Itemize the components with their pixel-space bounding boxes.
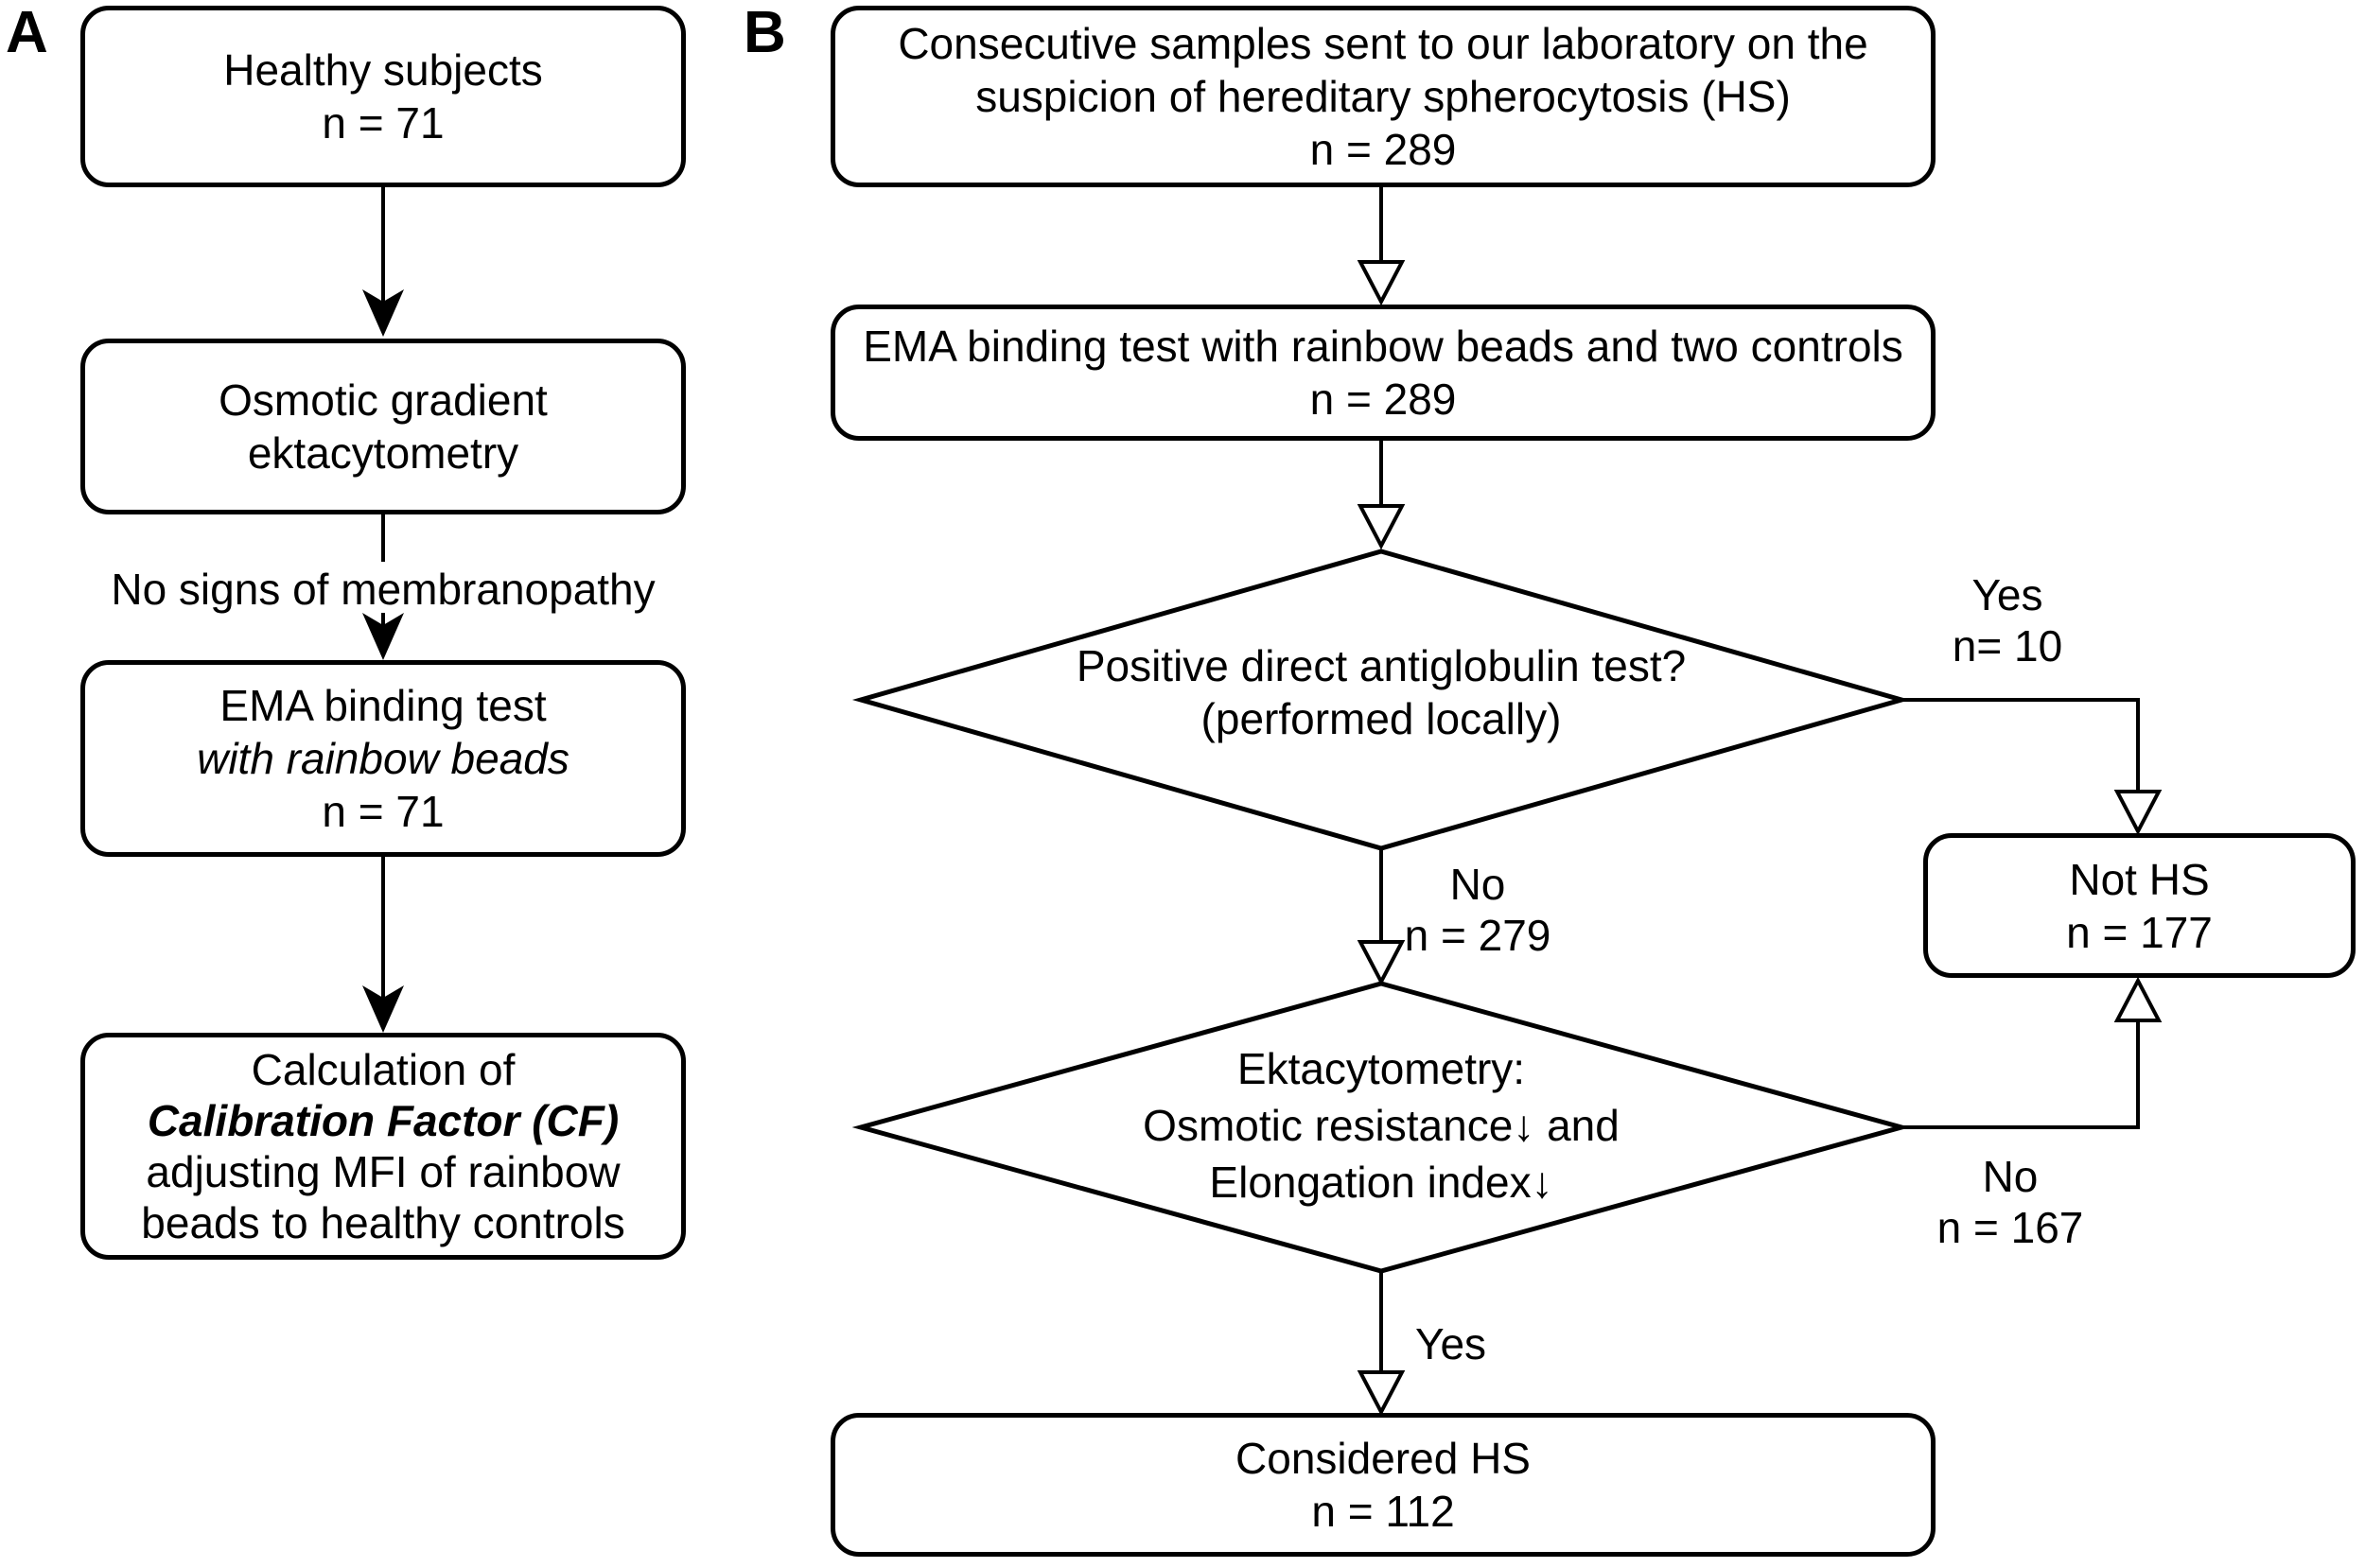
- edge-label-count: n= 10: [1952, 621, 2063, 671]
- node-text-line-bold-italic: Calibration Factor (CF): [147, 1096, 620, 1145]
- edge-label-count: n = 167: [1936, 1203, 2084, 1252]
- node-calculation-calibration-factor: Calculation of Calibration Factor (CF) a…: [80, 1033, 686, 1260]
- arrow-solid-down-icon: [362, 985, 404, 1033]
- node-count: n = 71: [322, 787, 445, 836]
- arrow-open-down-icon: [1357, 260, 1406, 306]
- node-healthy-subjects: Healthy subjects n = 71: [80, 6, 686, 187]
- node-text-line: Considered HS: [1235, 1434, 1531, 1483]
- node-text-line-italic: with rainbow beads: [197, 734, 569, 783]
- decision-text-line: Ektacytometry:: [1236, 1044, 1526, 1093]
- edge-label-dat-no: No n = 279: [1405, 859, 1551, 961]
- edge-label-ekta-no: No n = 167: [1937, 1151, 2084, 1253]
- node-text-line: beads to healthy controls: [141, 1198, 625, 1247]
- edge-label-no-signs-of-membranopathy: No signs of membranopathy: [111, 565, 656, 614]
- decision-dat-text: Positive direct antiglobulin test? (perf…: [1077, 639, 1686, 745]
- arrow-open-up-icon: [2113, 976, 2163, 1022]
- node-text-line: Calculation of: [251, 1045, 516, 1094]
- node-text-line: EMA binding test with rainbow beads and …: [863, 322, 1903, 371]
- node-not-hs: Not HS n = 177: [1923, 833, 2356, 978]
- node-text-line: Healthy subjects: [223, 45, 543, 95]
- decision-text-line: Positive direct antiglobulin test?: [1076, 641, 1687, 690]
- edge-dat-yes-line: [1901, 698, 2140, 793]
- decision-ektacytometry-text: Ektacytometry: Osmotic resistance↓ and E…: [1143, 1040, 1620, 1211]
- edge-label-dat-yes: Yes n= 10: [1953, 569, 2062, 671]
- arrow-open-down-icon: [1357, 504, 1406, 550]
- node-count: n = 112: [1311, 1487, 1455, 1536]
- node-count: n = 289: [1309, 375, 1457, 424]
- edge-label-line: Yes: [1971, 570, 2043, 619]
- decision-text-line: Osmotic resistance↓ and: [1143, 1101, 1620, 1150]
- decision-text-line: (performed locally): [1200, 694, 1562, 743]
- edge-ekta-no-line: [1901, 1021, 2140, 1129]
- node-text-line: ektacytometry: [247, 428, 519, 478]
- decision-text-line: Elongation index↓: [1209, 1158, 1553, 1207]
- node-count: n = 71: [322, 98, 445, 148]
- edge-label-line: No: [1449, 860, 1506, 909]
- node-ema-binding-test: EMA binding test with rainbow beads n = …: [80, 660, 686, 857]
- arrow-open-down-icon: [1357, 940, 1406, 986]
- node-consecutive-samples: Consecutive samples sent to our laborato…: [831, 6, 1936, 187]
- node-count: n = 289: [1309, 125, 1457, 174]
- edge-label-count: n = 279: [1404, 911, 1551, 960]
- node-text-line: Consecutive samples sent to our laborato…: [898, 19, 1868, 68]
- node-osmotic-gradient-ektacytometry: Osmotic gradient ektacytometry: [80, 339, 686, 514]
- arrow-open-down-icon: [1357, 1370, 1406, 1417]
- arrow-open-down-icon: [2113, 790, 2163, 836]
- node-text-line: Osmotic gradient: [219, 375, 548, 425]
- panel-b-label: B: [744, 0, 786, 65]
- node-text-line: EMA binding test: [219, 681, 547, 730]
- node-count: n = 177: [2066, 907, 2213, 957]
- arrow-solid-down-icon: [362, 289, 404, 337]
- edge-label-ekta-yes: Yes: [1415, 1319, 1487, 1368]
- panel-a-label: A: [6, 0, 48, 65]
- node-ema-binding-two-controls: EMA binding test with rainbow beads and …: [831, 305, 1936, 441]
- edge-label-line: No: [1982, 1152, 2039, 1201]
- node-text-line: adjusting MFI of rainbow: [146, 1147, 621, 1196]
- node-considered-hs: Considered HS n = 112: [831, 1413, 1936, 1557]
- node-text-line: suspicion of hereditary spherocytosis (H…: [975, 72, 1791, 121]
- arrow-solid-down-icon: [362, 613, 404, 660]
- node-text-line: Not HS: [2069, 854, 2210, 904]
